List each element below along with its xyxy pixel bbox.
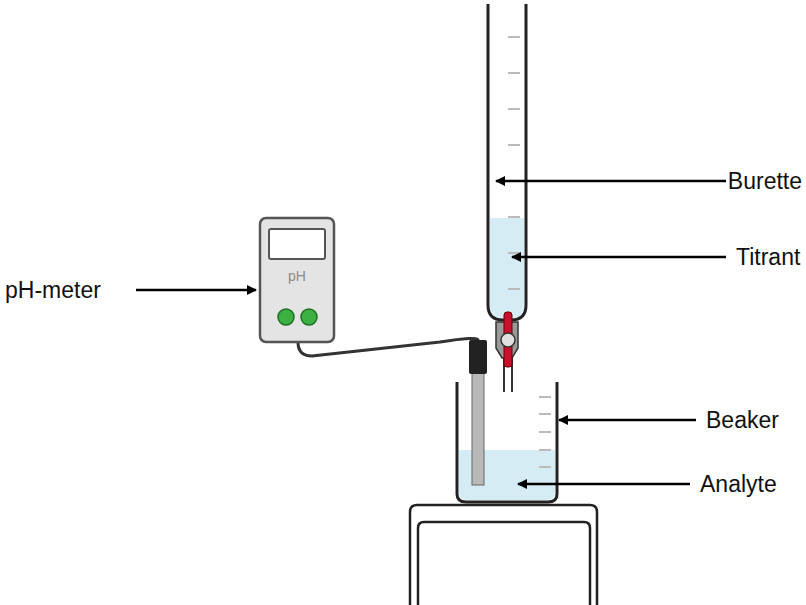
stand — [410, 505, 597, 605]
meter-screen — [269, 229, 325, 259]
burette-tube — [488, 4, 526, 320]
meter-button — [278, 309, 294, 325]
beaker-ticks — [539, 397, 551, 467]
part-label: Titrant — [736, 246, 800, 269]
probe-rod — [472, 372, 484, 485]
part-label: pH-meter — [5, 279, 101, 302]
stopcock — [496, 312, 518, 392]
ph-meter-body — [260, 218, 334, 342]
burette-ticks — [508, 37, 520, 289]
part-label: Beaker — [706, 409, 779, 432]
meter-button — [301, 309, 317, 325]
leader-arrows — [136, 181, 726, 484]
part-label: Burette — [728, 170, 802, 193]
titrant-liquid — [490, 218, 524, 318]
probe-head — [469, 340, 487, 374]
meter-label: pH — [288, 269, 306, 283]
part-label: Analyte — [700, 473, 777, 496]
